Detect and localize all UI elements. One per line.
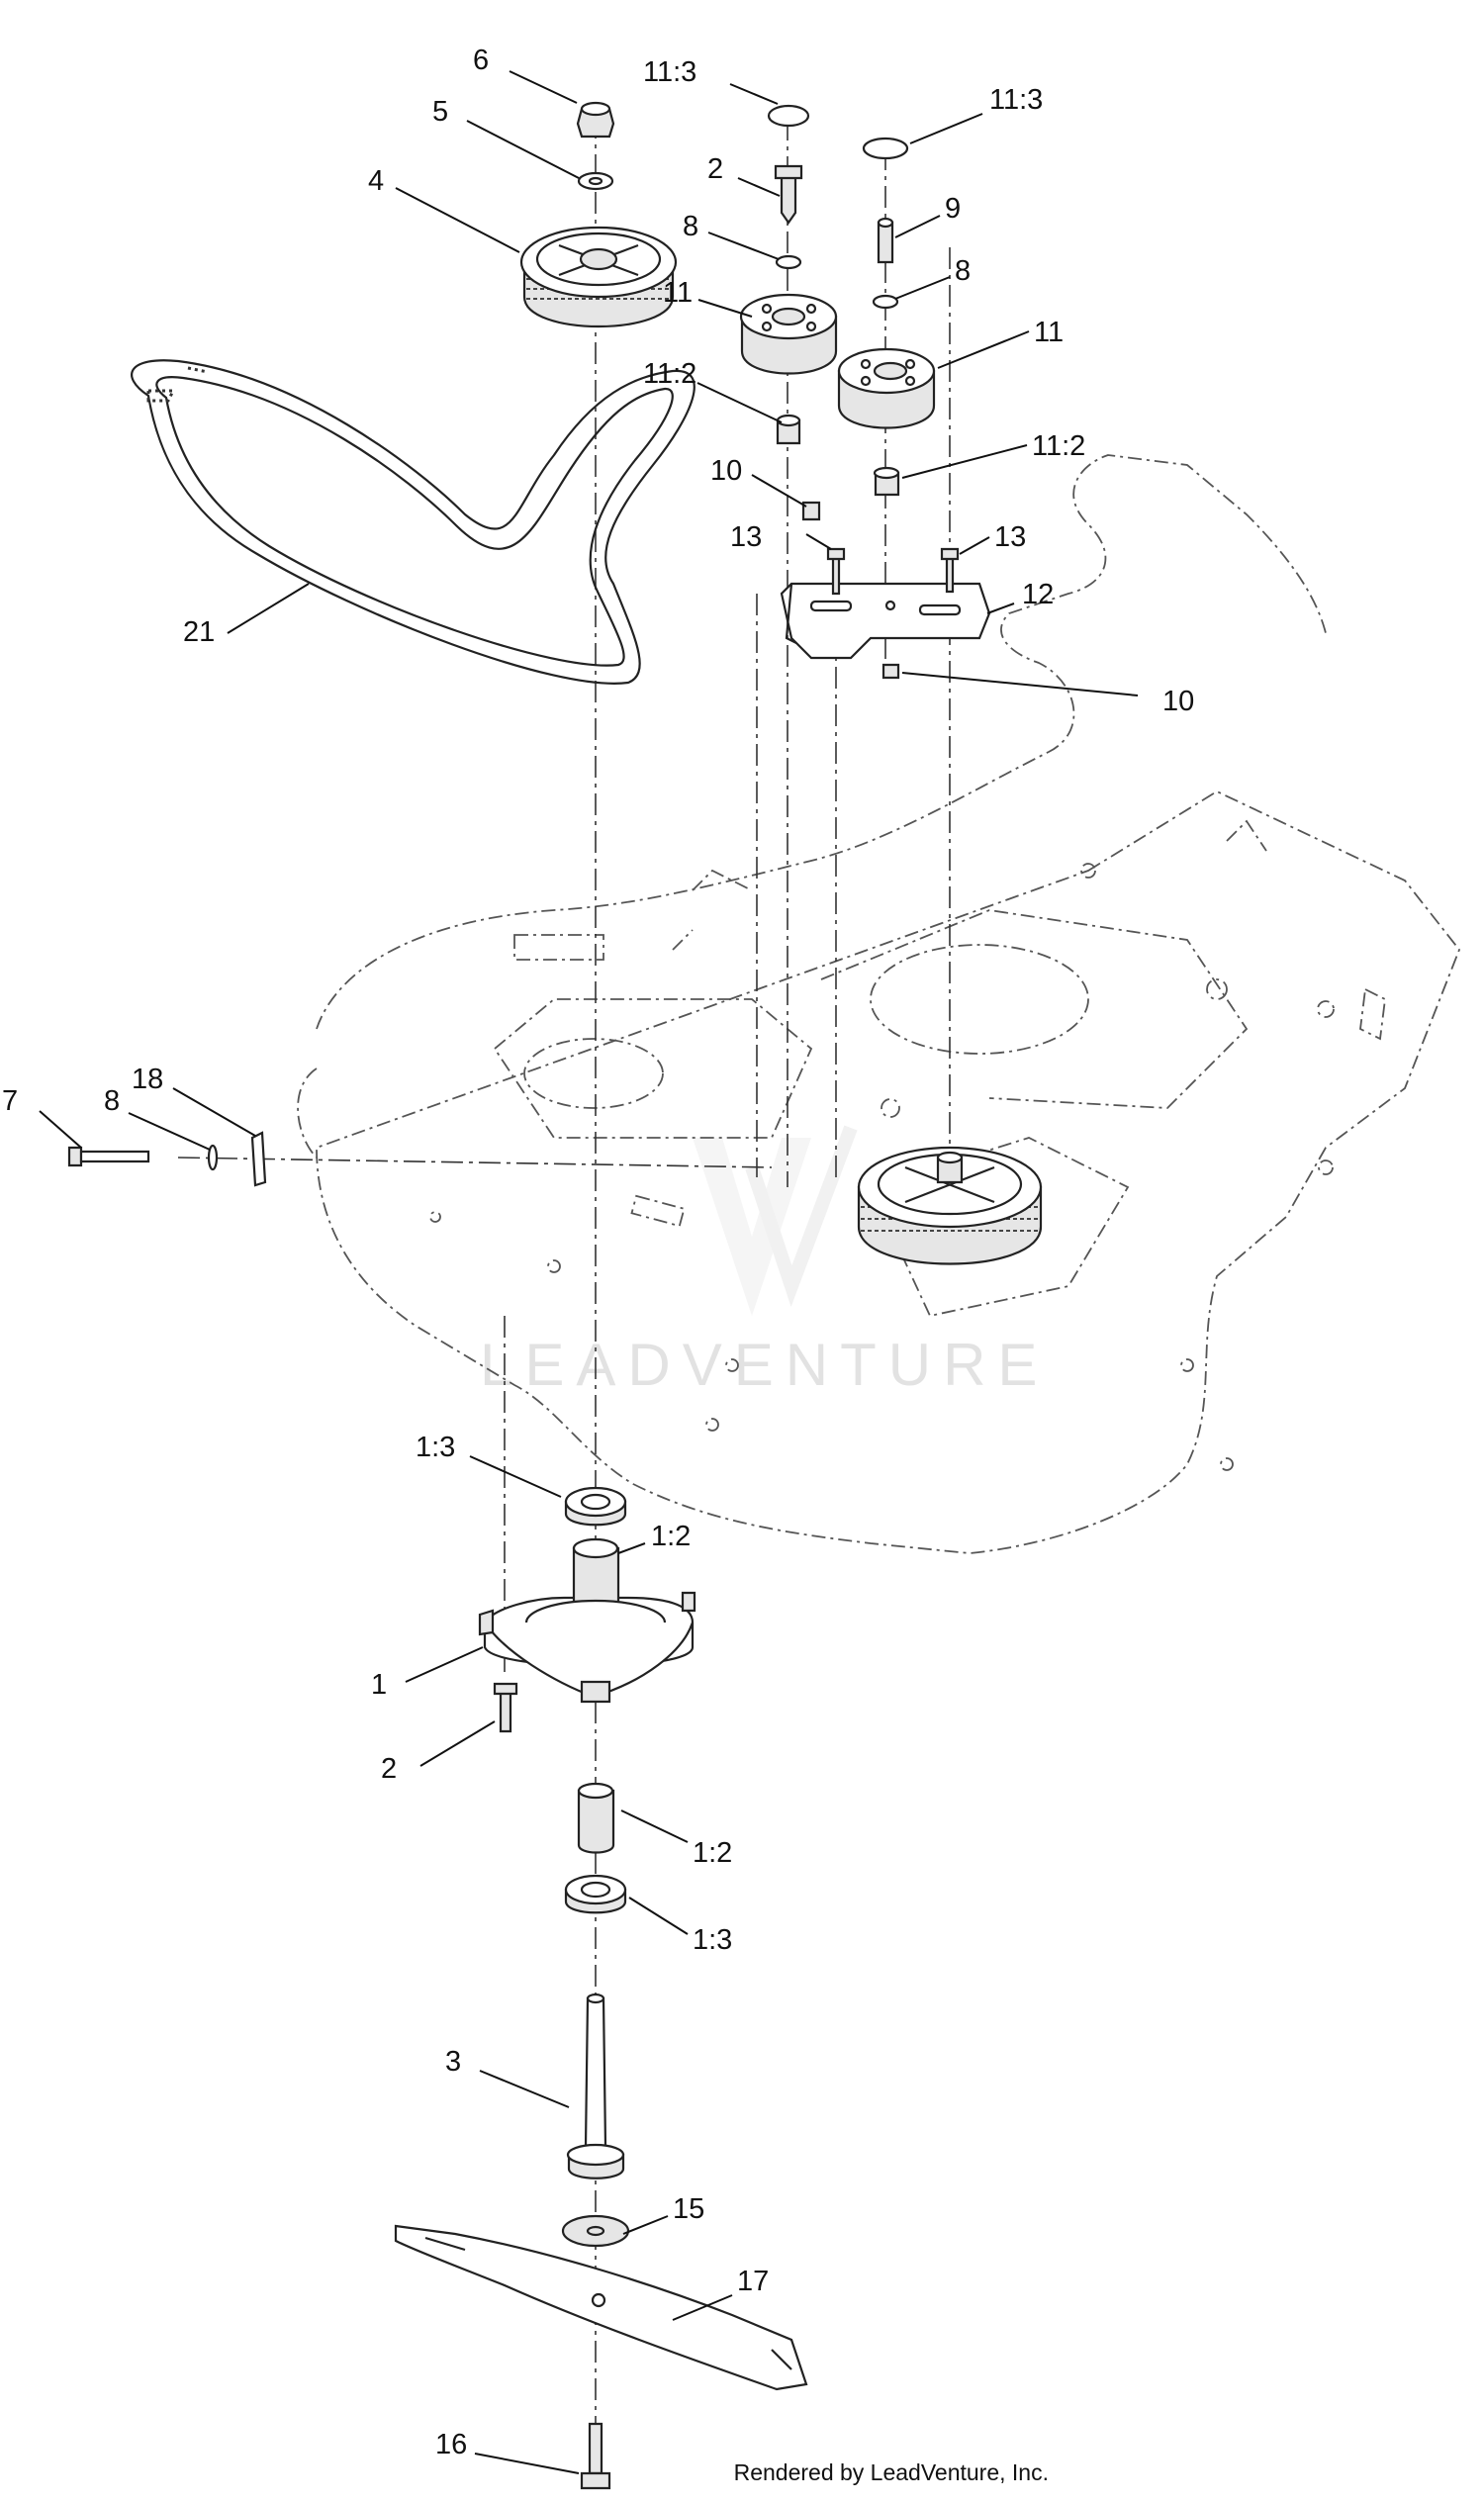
- clip-18: [250, 1131, 267, 1187]
- watermark-text: LEADVENTURE: [480, 1332, 1049, 1398]
- callout-8-side: 8: [104, 1085, 120, 1117]
- spacer-10-upper: [801, 501, 821, 521]
- blade-washer-15: [561, 2214, 630, 2248]
- blade-bolt-16: [580, 2422, 611, 2490]
- locknut-6: [576, 101, 615, 139]
- spindle-bearing-lower: [564, 1874, 627, 1914]
- spacer-10-lower: [881, 663, 900, 680]
- callout-15: 15: [673, 2193, 704, 2225]
- callout-1-2-lower: 1:2: [693, 1837, 732, 1869]
- idler-pulley-right-stack: [837, 137, 936, 497]
- callout-13-right: 13: [994, 521, 1026, 553]
- callout-11-3-left: 11:3: [643, 56, 696, 88]
- callout-9: 9: [945, 193, 961, 225]
- spindle-bearing-upper: [564, 1486, 627, 1527]
- callout-10-lower: 10: [1162, 686, 1194, 717]
- blade-17: [394, 2224, 808, 2391]
- spindle-housing-1: [478, 1537, 696, 1704]
- callout-leaders: [39, 70, 1139, 2474]
- callout-1: 1: [371, 1669, 387, 1701]
- callout-3: 3: [445, 2046, 461, 2078]
- callout-6: 6: [473, 45, 489, 76]
- bolt-13-left: [826, 547, 846, 596]
- callout-11-2-right: 11:2: [1032, 430, 1085, 462]
- callout-2-top: 2: [707, 153, 723, 185]
- callout-4: 4: [368, 165, 384, 197]
- assembly-centerlines: [177, 117, 951, 2444]
- washer-8-side: [207, 1144, 219, 1171]
- callout-10-upper: 10: [710, 455, 742, 487]
- callout-2-lower: 2: [381, 1753, 397, 1785]
- callout-labels: 6 5 4 11:3 11:3 2 8 9 8 11 11 11:2 11:2 …: [2, 45, 1194, 2460]
- callout-18: 18: [132, 1064, 163, 1095]
- callout-5: 5: [432, 96, 448, 128]
- bolt-13-right: [940, 547, 960, 594]
- drive-belt: [131, 359, 696, 685]
- spindle-spacer-lower: [577, 1782, 615, 1854]
- callout-11-right: 11: [1034, 317, 1064, 348]
- callout-1-2-upper: 1:2: [651, 1521, 691, 1552]
- spindle-bolt-2: [493, 1682, 518, 1733]
- callout-1-3-upper: 1:3: [416, 1432, 455, 1463]
- deck-pulley-right: [857, 1146, 1043, 1265]
- callout-11-3-right: 11:3: [989, 84, 1043, 116]
- washer-5: [577, 171, 614, 191]
- render-credit: Rendered by LeadVenture, Inc.: [733, 2459, 1049, 2485]
- large-pulley-top: [519, 226, 678, 328]
- callout-7: 7: [2, 1085, 18, 1117]
- idler-bracket-12: [780, 582, 991, 660]
- callout-16: 16: [435, 2429, 467, 2460]
- mower-deck: [297, 454, 1461, 1554]
- spindle-shaft-3: [566, 1993, 625, 2179]
- watermark-logo: [693, 1125, 858, 1316]
- callout-11-2-left: 11:2: [643, 358, 696, 390]
- callout-17: 17: [737, 2266, 769, 2297]
- idler-pulley-left-stack: [739, 104, 838, 445]
- callout-8-right: 8: [955, 255, 971, 287]
- callout-8-left: 8: [683, 211, 698, 242]
- callout-12: 12: [1022, 579, 1054, 610]
- callout-13-left: 13: [730, 521, 762, 553]
- bolt-7: [67, 1146, 150, 1167]
- callout-11-left: 11: [663, 277, 693, 309]
- callout-21: 21: [183, 616, 215, 648]
- callout-1-3-lower: 1:3: [693, 1924, 732, 1956]
